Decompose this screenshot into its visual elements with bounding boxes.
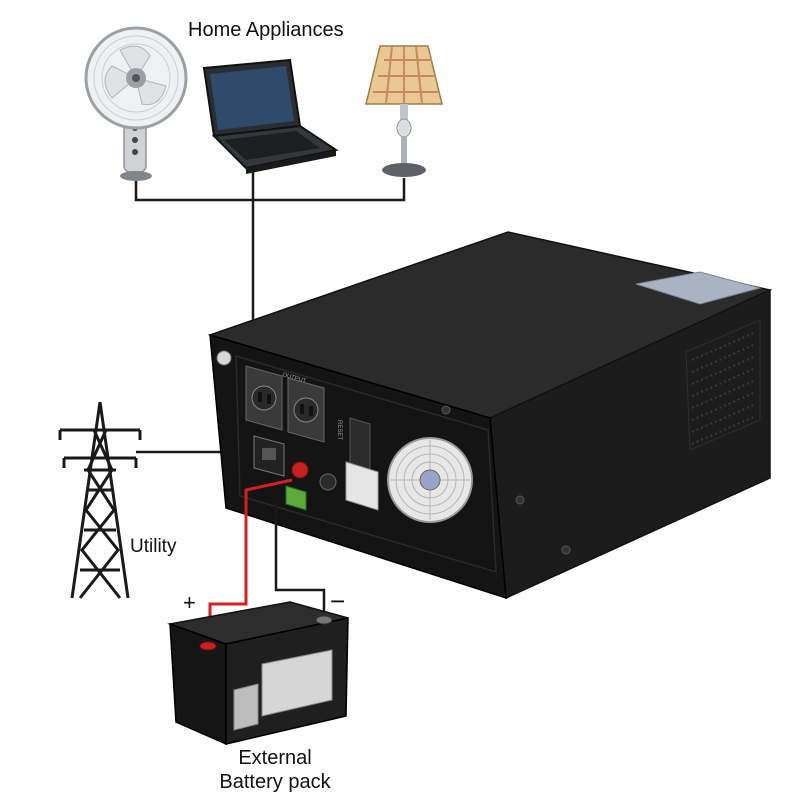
cooling-fan-icon [387, 437, 473, 523]
positive-terminal [291, 461, 309, 479]
inverter-unit: OUTPUT RESET [207, 231, 773, 600]
ac-input-socket [253, 435, 285, 477]
lamp-icon [365, 45, 443, 177]
output-socket-right [287, 377, 325, 443]
battery-label-line2: Battery pack [219, 771, 331, 793]
battery-label-line1: External [238, 747, 312, 769]
fan-icon [84, 26, 188, 181]
negative-wire [274, 504, 326, 616]
laptop-icon [202, 58, 339, 174]
green-terminal-block [285, 485, 307, 511]
negative-terminal [319, 473, 337, 491]
utility-label: Utility [130, 536, 177, 557]
battery-icon [167, 601, 349, 746]
spec-label-sticker [345, 461, 379, 511]
utility-tower-icon [58, 401, 142, 599]
negative-sign-label: − [330, 586, 346, 616]
side-vent-grid [685, 319, 761, 451]
home-appliances-label: Home Appliances [188, 19, 344, 41]
output-socket-left [245, 365, 283, 431]
battery-label: External Battery pack [200, 746, 350, 794]
switch-text: RESET [336, 420, 342, 440]
positive-sign-label: + [183, 590, 196, 615]
